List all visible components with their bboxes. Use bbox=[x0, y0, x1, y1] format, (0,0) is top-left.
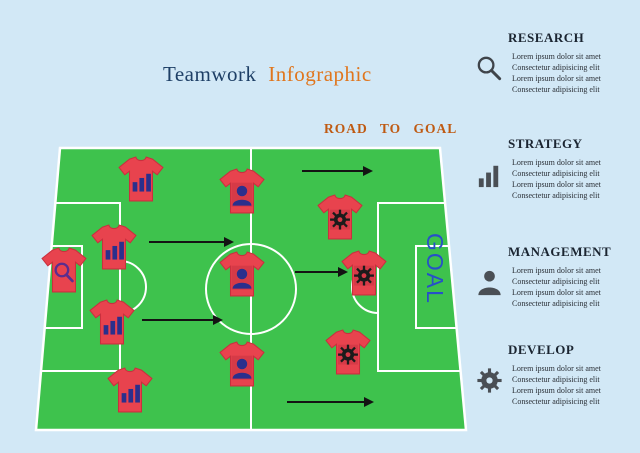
flow-arrow bbox=[295, 265, 348, 278]
field-right-goal-box bbox=[415, 245, 457, 329]
road-to-goal-label: ROAD TO GOAL bbox=[324, 121, 458, 136]
section-line: Consectetur adipisicing elit bbox=[512, 63, 600, 72]
player-jersey bbox=[41, 247, 87, 293]
player-jersey bbox=[89, 299, 135, 345]
flow-arrow bbox=[302, 164, 373, 177]
section-line: Lorem ipsum dolor sit amet bbox=[512, 180, 601, 189]
gear-icon bbox=[474, 365, 505, 396]
player-jersey bbox=[317, 194, 363, 240]
section-line: Lorem ipsum dolor sit amet bbox=[512, 52, 601, 61]
field-left-goal-box bbox=[44, 245, 83, 329]
player-jersey bbox=[118, 156, 164, 202]
gear-icon bbox=[338, 345, 358, 365]
section-strategy: STRATEGY Lorem ipsum dolor sit amet Cons… bbox=[468, 136, 636, 201]
magnifier-icon bbox=[474, 53, 505, 84]
section-line: Lorem ipsum dolor sit amet bbox=[512, 386, 601, 395]
person-icon bbox=[232, 356, 253, 380]
goal-label: GOAL bbox=[422, 233, 448, 305]
flow-arrow bbox=[149, 235, 234, 248]
section-line: Consectetur adipisicing elit bbox=[512, 397, 600, 406]
person-icon bbox=[474, 267, 505, 298]
section-line: Lorem ipsum dolor sit amet bbox=[512, 74, 601, 83]
section-line: Consectetur adipisicing elit bbox=[512, 299, 600, 308]
gear-icon bbox=[354, 266, 374, 286]
section-line: Consectetur adipisicing elit bbox=[512, 169, 600, 178]
gear-icon bbox=[330, 210, 350, 230]
page-title: Teamwork Infographic bbox=[163, 62, 372, 87]
section-line: Consectetur adipisicing elit bbox=[512, 191, 600, 200]
section-line: Consectetur adipisicing elit bbox=[512, 277, 600, 286]
section-heading: MANAGEMENT bbox=[508, 244, 612, 259]
flow-arrow bbox=[142, 313, 223, 326]
person-icon bbox=[232, 183, 253, 207]
player-jersey bbox=[107, 367, 153, 413]
player-jersey bbox=[91, 224, 137, 270]
section-develop: DEVELOP Lorem ipsum dolor sit amet Conse… bbox=[468, 342, 636, 407]
section-line: Lorem ipsum dolor sit amet bbox=[512, 288, 601, 297]
player-jersey bbox=[325, 329, 371, 375]
section-heading: DEVELOP bbox=[508, 342, 575, 357]
field-right-penalty-box bbox=[377, 202, 461, 372]
field-center-circle bbox=[205, 243, 297, 335]
section-line: Lorem ipsum dolor sit amet bbox=[512, 158, 601, 167]
section-management: MANAGEMENT Lorem ipsum dolor sit amet Co… bbox=[468, 244, 636, 309]
section-line: Consectetur adipisicing elit bbox=[512, 375, 600, 384]
player-jersey bbox=[219, 341, 265, 387]
section-line: Consectetur adipisicing elit bbox=[512, 85, 600, 94]
title-accent: Infographic bbox=[268, 62, 372, 86]
bar-chart-icon bbox=[474, 159, 505, 190]
section-line: Lorem ipsum dolor sit amet bbox=[512, 266, 601, 275]
person-icon bbox=[232, 266, 253, 290]
player-jersey bbox=[219, 168, 265, 214]
title-main: Teamwork bbox=[163, 62, 257, 86]
section-research: RESEARCH Lorem ipsum dolor sit amet Cons… bbox=[468, 30, 636, 95]
section-heading: STRATEGY bbox=[508, 136, 583, 151]
field-left-penalty-box bbox=[41, 202, 121, 372]
player-jersey bbox=[219, 251, 265, 297]
section-heading: RESEARCH bbox=[508, 30, 585, 45]
section-line: Lorem ipsum dolor sit amet bbox=[512, 364, 601, 373]
flow-arrow bbox=[287, 395, 374, 408]
sidebar: RESEARCH Lorem ipsum dolor sit amet Cons… bbox=[468, 0, 636, 453]
